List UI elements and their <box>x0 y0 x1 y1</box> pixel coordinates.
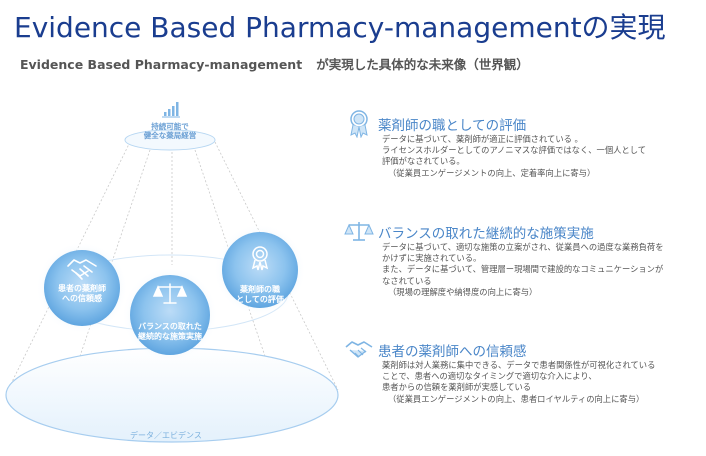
medal-icon <box>350 110 368 138</box>
item-heading: バランスの取れた継続的な施策実施 <box>378 226 594 242</box>
handshake-icon <box>67 259 97 280</box>
center-circle-label: バランスの取れた 継続的な施策実施 <box>138 322 202 341</box>
page-subtitle: Evidence Based Pharmacy-management が実現した具… <box>20 54 529 73</box>
pyramid-diagram: 持続可能で 健全な薬局経営 患者の薬剤師 への信頼感 バランスの取れた 継続的な… <box>0 90 345 456</box>
medal-icon <box>251 246 269 271</box>
item-description: 薬剤師は対人業務に集中できる、データで患者関係性が可視化されている ことで、患者… <box>382 360 656 404</box>
item-heading: 患者の薬剤師への信頼感 <box>378 344 527 360</box>
base-label: データ／エビデンス <box>130 431 202 440</box>
item-heading: 薬剤師の職としての評価 <box>378 118 527 134</box>
scales-icon <box>152 283 188 304</box>
subtitle-part2: が実現した具体的な未来像（世界観） <box>316 57 529 72</box>
subtitle-part1: Evidence Based Pharmacy-management <box>20 57 303 72</box>
top-label: 持続可能で 健全な薬局経営 <box>143 122 197 140</box>
handshake-icon <box>345 341 373 358</box>
pyramid-graphic <box>5 102 339 443</box>
item-description: データに基づいて、薬剤師が適正に評価されている 。 ライセンスホルダーとしてのア… <box>382 134 647 178</box>
item-description: データに基づいて、適切な施策の立案がされ、従業員への過度な業務負荷を かけずに実… <box>382 242 664 297</box>
left-circle-label: 患者の薬剤師 への信頼感 <box>58 284 106 303</box>
right-circle-label: 薬剤師の職 としての評価 <box>236 285 284 304</box>
page-title: Evidence Based Pharmacy-managementの実現 <box>14 11 666 44</box>
scales-icon <box>344 222 374 241</box>
growth-chart-icon <box>162 102 180 118</box>
